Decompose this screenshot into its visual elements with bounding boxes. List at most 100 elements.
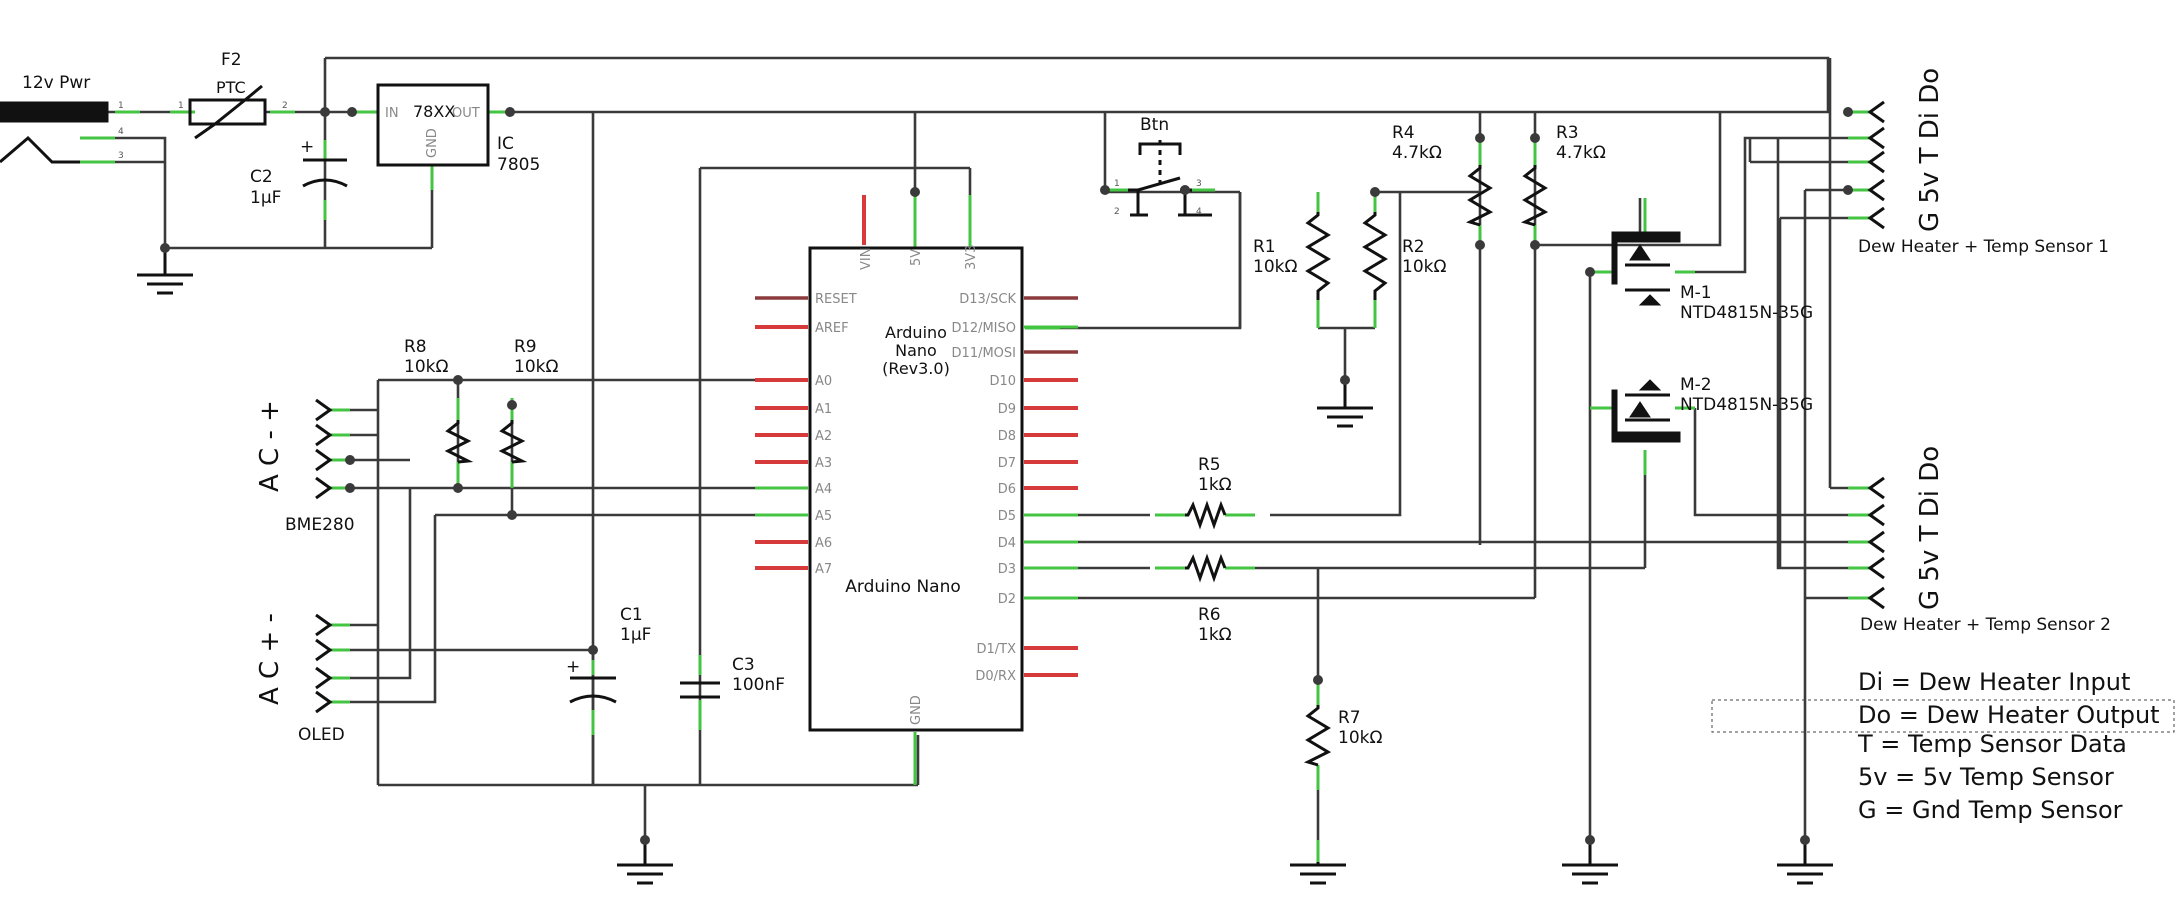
- r8-value: 10kΩ: [404, 357, 448, 377]
- resistor-r8: R8 10kΩ: [404, 337, 474, 464]
- c2-value: 1µF: [250, 188, 281, 208]
- wires: [80, 56, 1870, 840]
- arduino-right-pin-label: D8: [998, 429, 1016, 444]
- arduino-right-pin-label: D9: [998, 402, 1016, 417]
- arduino-left-pin-label: A5: [815, 509, 832, 524]
- r5-value: 1kΩ: [1198, 475, 1232, 495]
- r6-value: 1kΩ: [1198, 625, 1232, 645]
- arduino-right-pin-label: D13/SCK: [959, 292, 1016, 307]
- arduino-nano: Arduino Nano (Rev3.0) Arduino Nano VIN 5…: [755, 195, 1078, 785]
- fuse-value: PTC: [216, 78, 246, 97]
- resistor-r1: R1 10kΩ: [1253, 212, 1331, 300]
- ground-icon: [1777, 840, 1833, 885]
- svg-text:4: 4: [1196, 207, 1202, 217]
- r3-ref: R3: [1556, 123, 1579, 143]
- arduino-left-pin-label: A7: [815, 562, 832, 577]
- arduino-right-pin-label: D3: [998, 562, 1016, 577]
- svg-text:+: +: [566, 657, 580, 677]
- arduino-left-pin-label: A6: [815, 536, 832, 551]
- dew1-pin-labels: G 5v T Di Do: [1915, 68, 1945, 232]
- r1-ref: R1: [1253, 237, 1276, 257]
- resistor-r3: R3 4.7kΩ: [1520, 123, 1606, 227]
- regulator: IN 78XX OUT GND IC 7805: [376, 83, 540, 175]
- arduino-right-pin-label: D7: [998, 456, 1016, 471]
- m1-ref: M-1: [1680, 283, 1712, 303]
- arduino-pin-5v: 5V: [909, 249, 924, 266]
- resistor-r5: R5 1kΩ: [1185, 455, 1232, 530]
- r7-value: 10kΩ: [1338, 728, 1382, 748]
- connector-pin-icon: [1867, 100, 1885, 124]
- connector-pin-icon: [315, 613, 333, 637]
- arduino-left-pin-label: A3: [815, 456, 832, 471]
- ground-icon: [1317, 380, 1373, 428]
- svg-text:1: 1: [178, 101, 184, 111]
- connector-pin-icon: [315, 476, 333, 500]
- arduino-left-pin-label: A2: [815, 429, 832, 444]
- dew2-pin-labels: G 5v T Di Do: [1915, 446, 1945, 610]
- fuse-ref: F2: [221, 50, 242, 70]
- arduino-left-pin-label: A1: [815, 402, 832, 417]
- arduino-right-pin-label: D4: [998, 536, 1016, 551]
- svg-text:4: 4: [118, 127, 124, 137]
- c1-ref: C1: [620, 605, 643, 625]
- connector-pin-icon: [315, 690, 333, 714]
- svg-text:1: 1: [118, 101, 124, 111]
- m2-ref: M-2: [1680, 375, 1712, 395]
- r5-ref: R5: [1198, 455, 1221, 475]
- connector-pin-icon: [1867, 150, 1885, 174]
- connector-pin-icon: [315, 448, 333, 472]
- arduino-right-pin-label: D0/RX: [975, 669, 1016, 684]
- ground-symbols: [137, 248, 1833, 885]
- connector-pin-icon: [1867, 126, 1885, 150]
- ground-icon: [617, 840, 673, 885]
- c1-value: 1µF: [620, 625, 651, 645]
- connector-pin-icon: [1867, 178, 1885, 202]
- svg-text:2: 2: [1114, 207, 1120, 217]
- arduino-right-pin-label: D2: [998, 592, 1016, 607]
- connector-pin-icon: [315, 423, 333, 447]
- button-ref: Btn: [1140, 115, 1169, 135]
- oled-pin-labels: A C + -: [255, 613, 285, 705]
- connector-bme280: A C - + BME280: [255, 398, 355, 535]
- arduino-left-pin-label: A0: [815, 374, 832, 389]
- legend-item-di: Di = Dew Heater Input: [1858, 668, 2130, 696]
- legend-item-5v: 5v = 5v Temp Sensor: [1858, 763, 2114, 791]
- r1-value: 10kΩ: [1253, 257, 1297, 277]
- ground-icon: [1290, 862, 1346, 885]
- legend-item-do: Do = Dew Heater Output: [1858, 701, 2160, 729]
- fuse-f2: PTC F2 1 2: [178, 50, 288, 140]
- r7-ref: R7: [1338, 708, 1361, 728]
- power-jack: 12v Pwr 1 4 3: [0, 73, 124, 164]
- connector-pin-icon: [1867, 556, 1885, 580]
- svg-text:3: 3: [118, 151, 124, 161]
- arduino-pin-vin: VIN: [859, 248, 874, 270]
- arduino-center-line2: Nano: [895, 341, 937, 360]
- connector-pin-icon: [1867, 503, 1885, 527]
- r3-value: 4.7kΩ: [1556, 143, 1606, 163]
- connector-pin-icon: [1867, 476, 1885, 500]
- svg-text:1: 1: [1114, 179, 1120, 189]
- arduino-left-pin-label: A4: [815, 482, 832, 497]
- resistor-r7: R7 10kΩ: [1303, 705, 1382, 767]
- arduino-center-line3: (Rev3.0): [882, 359, 950, 378]
- c3-value: 100nF: [732, 675, 785, 695]
- connector-pin-icon: [315, 666, 333, 690]
- reg-body: 78XX: [413, 102, 455, 121]
- arduino-right-pin-label: D6: [998, 482, 1016, 497]
- arduino-center-line1: Arduino: [885, 323, 947, 342]
- regulator-ref: IC: [497, 134, 514, 154]
- ground-icon: [1562, 840, 1618, 885]
- arduino-pin-gnd: GND: [909, 695, 924, 725]
- capacitor-c2: + C2 1µF: [250, 137, 348, 208]
- resistor-r9: R9 10kΩ: [498, 337, 558, 464]
- r2-ref: R2: [1402, 237, 1425, 257]
- resistor-r2: R2 10kΩ: [1362, 212, 1446, 300]
- connector-oled: A C + - OLED: [255, 613, 345, 745]
- arduino-right-pin-label: D5: [998, 509, 1016, 524]
- reg-pin-out: OUT: [452, 106, 480, 121]
- connector-pin-icon: [1867, 206, 1885, 230]
- dew1-label: Dew Heater + Temp Sensor 1: [1858, 237, 2109, 257]
- resistor-r4: R4 4.7kΩ: [1392, 123, 1494, 227]
- c2-ref: C2: [250, 167, 273, 187]
